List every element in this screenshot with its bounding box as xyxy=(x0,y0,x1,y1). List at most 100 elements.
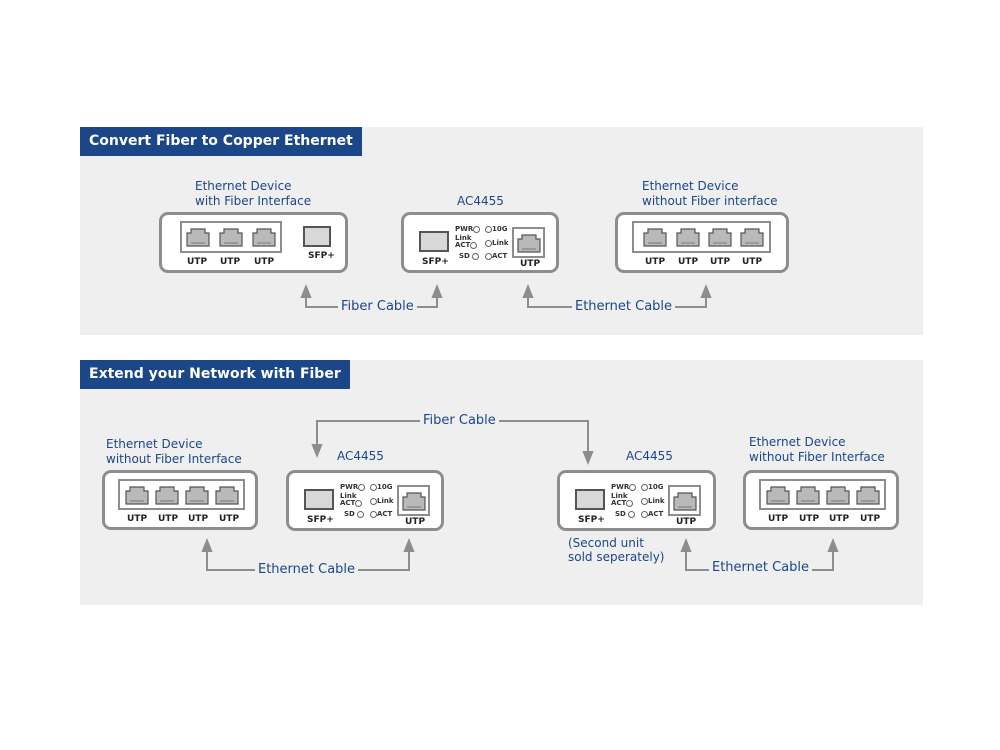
led-10g: 10G xyxy=(485,225,508,233)
led-indicator-icon xyxy=(485,252,492,260)
ethernet-port-icon xyxy=(215,485,239,505)
utp-label: UTP xyxy=(254,257,275,267)
utp-label: UTP xyxy=(829,514,850,524)
led-indicator-icon xyxy=(355,499,363,507)
led-indicator-icon xyxy=(357,510,365,518)
sfp-port-icon xyxy=(304,489,334,510)
utp-label: UTP xyxy=(678,257,699,267)
led-indicator-icon xyxy=(629,483,637,491)
utp-label: UTP xyxy=(645,257,666,267)
led-act: ACT xyxy=(455,241,478,249)
led-sd-label: SD xyxy=(344,510,355,518)
ethernet-port-icon xyxy=(517,233,541,253)
led-pwr: PWR xyxy=(340,483,366,491)
bottom-left-ethernet-cable-label: Ethernet Cable xyxy=(255,562,359,578)
convert-panel-title: Convert Fiber to Copper Ethernet xyxy=(80,127,362,156)
led-indicator-icon xyxy=(370,483,377,491)
led-indicator-icon xyxy=(485,239,492,247)
utp-label: UTP xyxy=(520,259,541,269)
top-left-device-label-1: Ethernet Device xyxy=(195,179,292,193)
led-indicator-icon xyxy=(472,252,480,260)
ethernet-port-icon xyxy=(643,227,667,247)
utp-port-box xyxy=(668,485,701,516)
led-sd: SD xyxy=(344,510,365,518)
led-link: Link xyxy=(611,492,628,500)
led-pwr-label: PWR xyxy=(455,225,474,233)
led-10g-label: 10G xyxy=(377,483,393,491)
top-left-device-label-2: with Fiber Interface xyxy=(195,194,312,208)
led-act2-label: ACT xyxy=(492,252,508,260)
led-indicator-icon xyxy=(641,483,648,491)
sfp-port-icon xyxy=(419,231,449,252)
utp-label: UTP xyxy=(127,514,148,524)
top-center-device-label: AC4455 xyxy=(457,194,504,208)
led-link-label: Link xyxy=(611,492,628,500)
led-act-label: ACT xyxy=(611,499,627,507)
ethernet-port-icon xyxy=(673,491,697,511)
ethernet-port-icon xyxy=(856,485,880,505)
led-sd-label: SD xyxy=(459,252,470,260)
sfp-port-icon xyxy=(303,226,331,247)
led-link2: Link xyxy=(485,239,509,247)
led-sd: SD xyxy=(615,510,636,518)
ethernet-port-icon xyxy=(252,227,276,247)
utp-label: UTP xyxy=(768,514,789,524)
extend-panel-title: Extend your Network with Fiber xyxy=(80,360,350,389)
top-right-device-label-2: without Fiber interface xyxy=(642,194,778,208)
led-link-label: Link xyxy=(340,492,357,500)
sfp-port-icon xyxy=(575,489,605,510)
led-link2-label: Link xyxy=(377,497,394,505)
led-link: Link xyxy=(455,234,472,242)
led-link2-label: Link xyxy=(648,497,665,505)
ethernet-port-icon xyxy=(402,491,426,511)
bottom-fiber-cable-label: Fiber Cable xyxy=(420,413,499,429)
utp-label: UTP xyxy=(405,517,426,527)
led-indicator-icon xyxy=(628,510,636,518)
copper-ethernet-device: UTP UTP UTP UTP xyxy=(615,212,789,273)
led-10g: 10G xyxy=(641,483,664,491)
ac4455-converter-2: SFP+ PWR Link ACT SD 10G Link ACT UTP xyxy=(557,470,716,531)
led-pwr-label: PWR xyxy=(340,483,359,491)
utp-port-box xyxy=(512,227,545,258)
bottom-right-device-label-2: without Fiber Interface xyxy=(749,450,885,464)
led-act2: ACT xyxy=(370,510,392,518)
led-indicator-icon xyxy=(470,241,478,249)
led-link2: Link xyxy=(370,497,394,505)
led-link-label: Link xyxy=(455,234,472,242)
led-pwr-label: PWR xyxy=(611,483,630,491)
sfp-label: SFP+ xyxy=(307,515,334,525)
led-act2: ACT xyxy=(641,510,663,518)
utp-label: UTP xyxy=(860,514,881,524)
led-act-label: ACT xyxy=(340,499,356,507)
led-act2: ACT xyxy=(485,252,507,260)
utp-port-group xyxy=(180,221,282,253)
led-indicator-icon xyxy=(370,510,377,518)
utp-label: UTP xyxy=(676,517,697,527)
sfp-label: SFP+ xyxy=(308,251,335,261)
ethernet-port-icon xyxy=(219,227,243,247)
led-indicator-icon xyxy=(641,510,648,518)
bottom-left-device-label-2: without Fiber Interface xyxy=(106,452,242,466)
bottom-center2-device-label: AC4455 xyxy=(626,449,673,463)
led-act-label: ACT xyxy=(455,241,471,249)
led-10g-label: 10G xyxy=(648,483,664,491)
copper-ethernet-device-left: UTP UTP UTP UTP xyxy=(102,470,258,530)
led-act2-label: ACT xyxy=(377,510,393,518)
led-act: ACT xyxy=(340,499,363,507)
ethernet-port-icon xyxy=(796,485,820,505)
utp-port-box xyxy=(397,485,430,516)
utp-label: UTP xyxy=(188,514,209,524)
fiber-ethernet-device: UTP UTP UTP SFP+ xyxy=(159,212,348,273)
top-ethernet-cable-label: Ethernet Cable xyxy=(572,299,676,315)
led-sd: SD xyxy=(459,252,480,260)
ethernet-port-icon xyxy=(155,485,179,505)
ethernet-port-icon xyxy=(125,485,149,505)
led-act2-label: ACT xyxy=(648,510,664,518)
utp-port-group xyxy=(632,221,771,253)
ethernet-port-icon xyxy=(186,227,210,247)
sfp-label: SFP+ xyxy=(422,257,449,267)
led-indicator-icon xyxy=(485,225,492,233)
ethernet-port-icon xyxy=(826,485,850,505)
led-indicator-icon xyxy=(626,499,634,507)
